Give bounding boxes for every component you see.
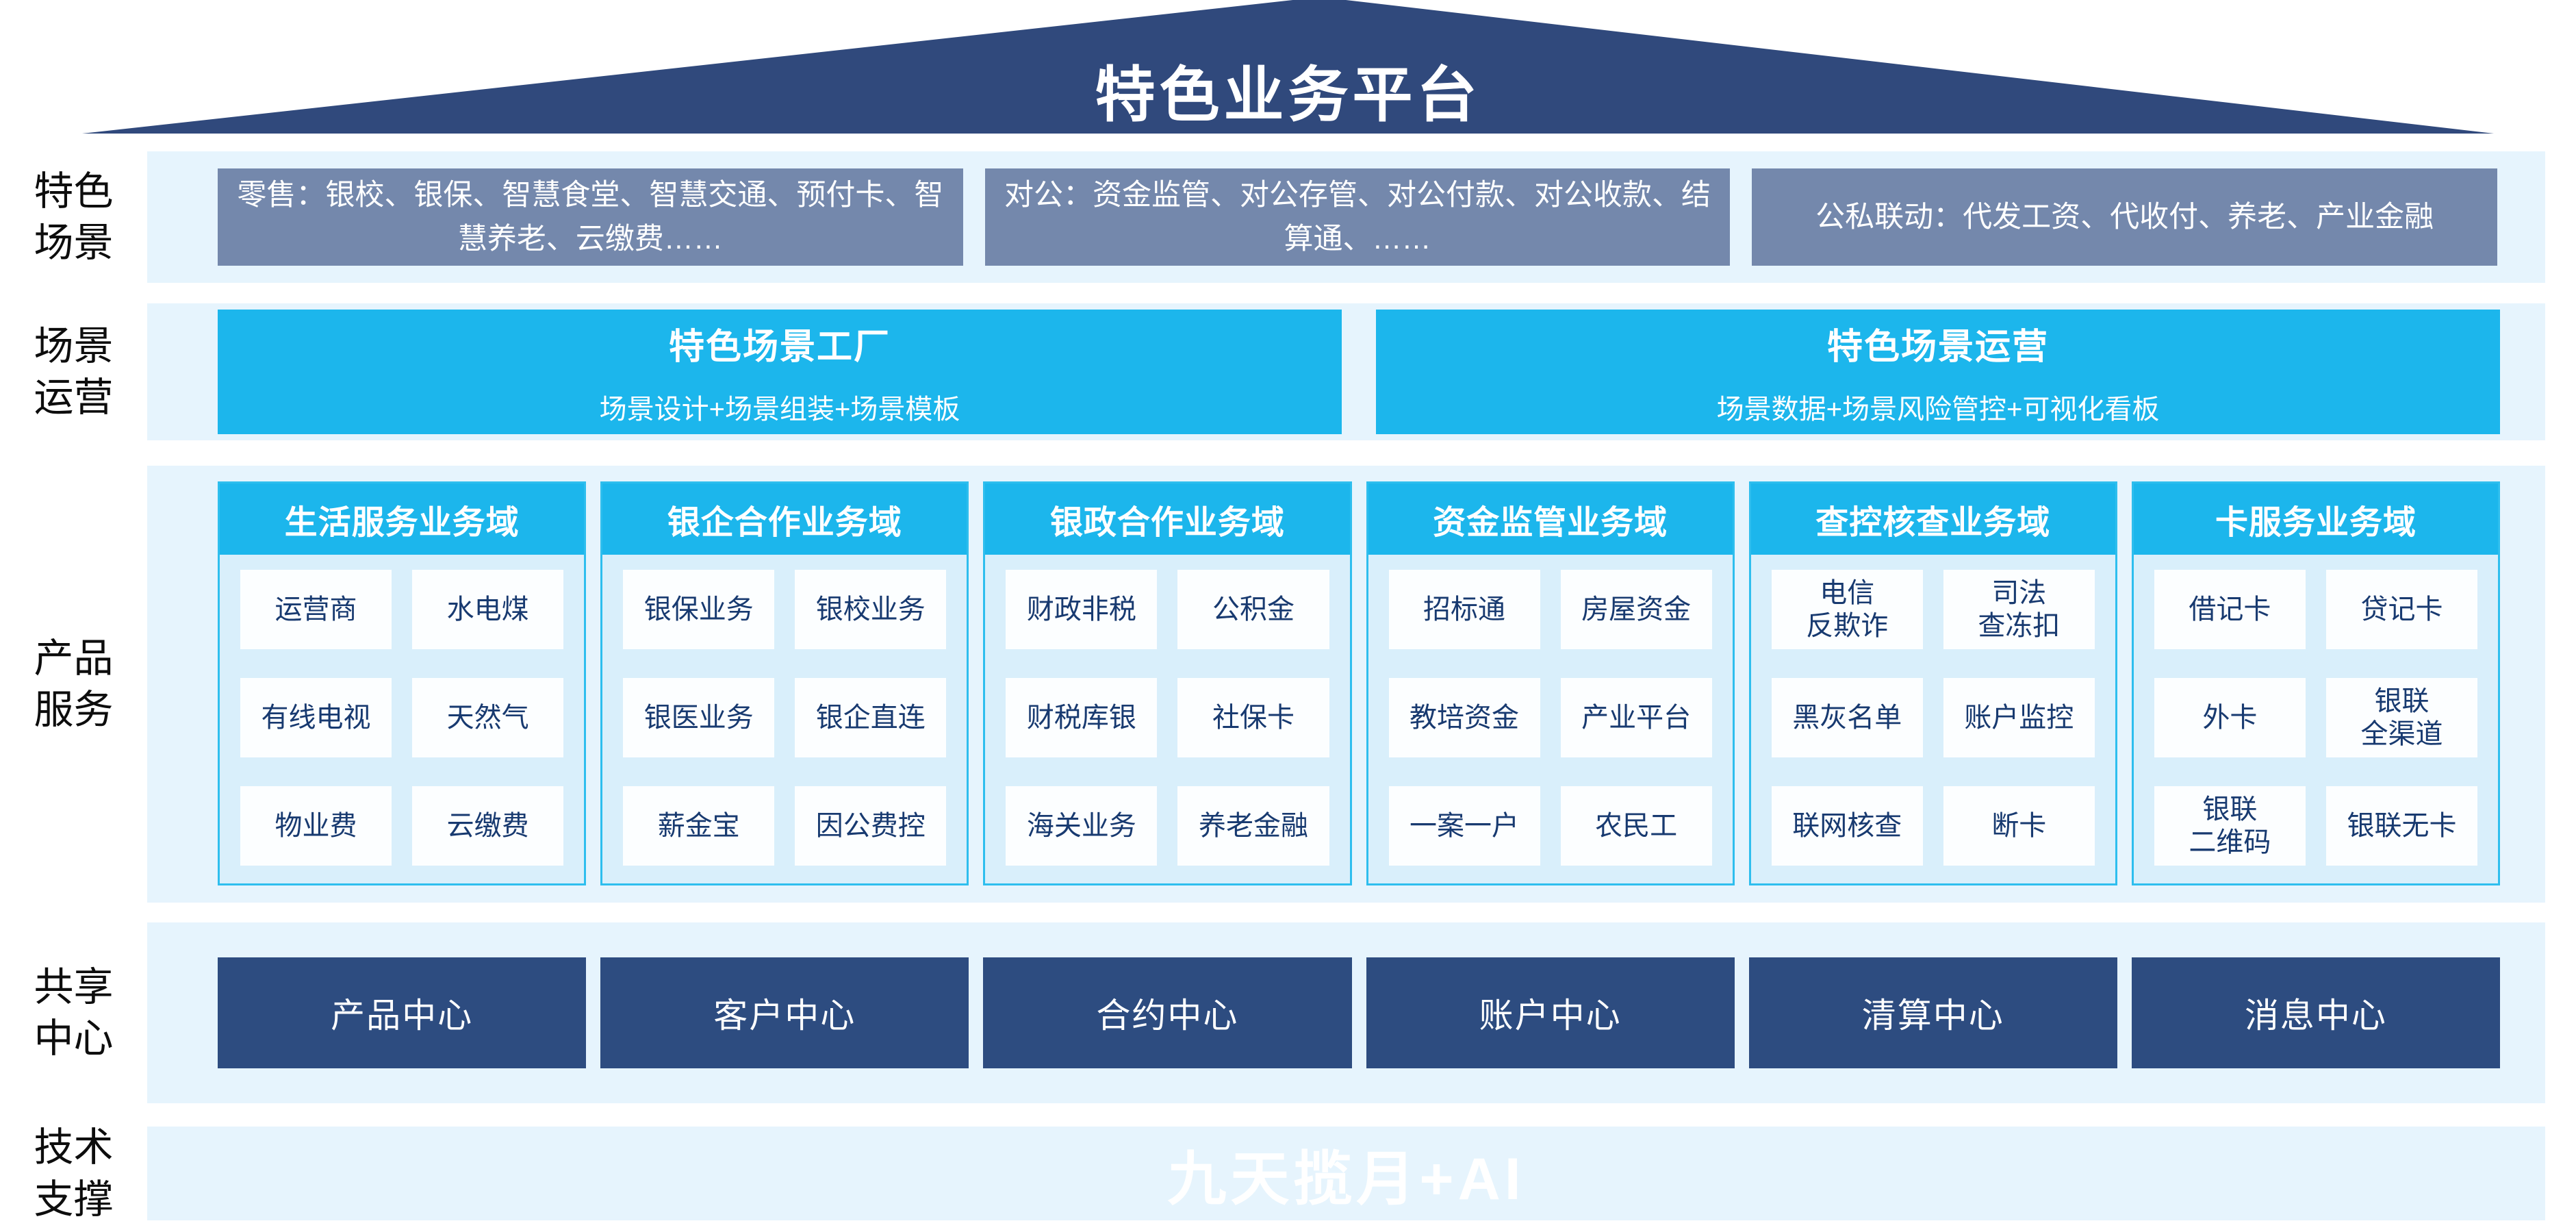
- row-operations: 场景 运营 特色场景工厂 场景设计+场景组装+场景模板 特色场景运营 场景数据+…: [0, 303, 2576, 440]
- product-column-fund-supervision: 资金监管业务域 招标通 房屋资金 教培资金 产业平台 一案一户 农民工: [1366, 481, 1735, 885]
- row-label-operations: 场景 运营: [34, 323, 114, 420]
- product-cell: 产业平台: [1560, 678, 1712, 757]
- product-cell: 有线电视: [240, 678, 392, 757]
- product-column-cells: 招标通 房屋资金 教培资金 产业平台 一案一户 农民工: [1368, 555, 1733, 883]
- scenes-band: 零售：银校、银保、智慧食堂、智慧交通、预付卡、智慧养老、云缴费…… 对公：资金监…: [147, 151, 2545, 283]
- product-cell: 银医业务: [623, 678, 775, 757]
- scene-box-public-private-linkage: 公私联动：代发工资、代收付、养老、产业金融: [1752, 168, 2498, 266]
- product-column-check-verification: 查控核查业务域 电信 反欺诈 司法 查冻扣 黑灰名单 账户监控 联网核查 断卡: [1748, 481, 2117, 885]
- product-cell: 司法 查冻扣: [1943, 570, 2095, 649]
- product-cell: 黑灰名单: [1771, 678, 1923, 757]
- product-column-header: 卡服务业务域: [2133, 483, 2499, 555]
- product-cell: 招标通: [1388, 570, 1540, 649]
- ops-box-scene-operation: 特色场景运营 场景数据+场景风险管控+可视化看板: [1376, 310, 2500, 434]
- ops-box-subtitle: 场景数据+场景风险管控+可视化看板: [1716, 394, 2160, 425]
- product-cell: 公积金: [1177, 570, 1329, 649]
- product-cell: 社保卡: [1177, 678, 1329, 757]
- row-label-scenes: 特色 场景: [34, 168, 114, 265]
- product-cell: 联网核查: [1771, 786, 1923, 866]
- center-box-contract: 合约中心: [983, 957, 1352, 1068]
- product-column-card-services: 卡服务业务域 借记卡 贷记卡 外卡 银联 全渠道 银联 二维码 银联无卡: [2131, 481, 2501, 885]
- product-cell: 养老金融: [1177, 786, 1329, 866]
- product-cell: 云缴费: [412, 786, 564, 866]
- product-cell: 水电煤: [412, 570, 564, 649]
- row-label-shared-centers: 共享 中心: [34, 964, 114, 1061]
- center-box-customer: 客户中心: [600, 957, 969, 1068]
- center-box-product: 产品中心: [218, 957, 587, 1068]
- product-cell: 天然气: [412, 678, 564, 757]
- product-cell: 银保业务: [623, 570, 775, 649]
- product-cell: 账户监控: [1943, 678, 2095, 757]
- product-column-bank-government: 银政合作业务域 财政非税 公积金 财税库银 社保卡 海关业务 养老金融: [983, 481, 1352, 885]
- product-cell: 银联 二维码: [2154, 786, 2306, 866]
- row-label-products: 产品 服务: [34, 636, 114, 732]
- product-column-cells: 财政非税 公积金 财税库银 社保卡 海关业务 养老金融: [985, 555, 1349, 883]
- product-cell: 物业费: [240, 786, 392, 866]
- product-cell: 农民工: [1560, 786, 1712, 866]
- ops-box-title: 特色场景运营: [1826, 327, 2049, 367]
- product-cell: 银校业务: [795, 570, 947, 649]
- product-cell: 电信 反欺诈: [1771, 570, 1923, 649]
- products-band: 生活服务业务域 运营商 水电煤 有线电视 天然气 物业费 云缴费 银企合作业务域…: [147, 466, 2545, 903]
- row-label-tech-support: 技术 支撑: [34, 1125, 114, 1222]
- row-scenes: 特色 场景 零售：银校、银保、智慧食堂、智慧交通、预付卡、智慧养老、云缴费…… …: [0, 151, 2576, 283]
- product-column-header: 生活服务业务域: [220, 483, 585, 555]
- platform-title: 特色业务平台: [1095, 61, 1481, 129]
- product-cell: 银联无卡: [2325, 786, 2478, 866]
- ops-box-scene-factory: 特色场景工厂 场景设计+场景组装+场景模板: [218, 310, 1342, 434]
- product-cell: 银企直连: [795, 678, 947, 757]
- product-cell: 财政非税: [1006, 570, 1158, 649]
- platform-roof-shape: 特色业务平台: [82, 0, 2494, 134]
- product-column-header: 查控核查业务域: [1750, 483, 2115, 555]
- center-box-message: 消息中心: [2131, 957, 2501, 1068]
- product-cell: 一案一户: [1388, 786, 1540, 866]
- row-products: 产品 服务 生活服务业务域 运营商 水电煤 有线电视 天然气 物业费 云缴费 银…: [0, 466, 2576, 903]
- row-shared-centers: 共享 中心 产品中心 客户中心 合约中心 账户中心 清算中心 消息中心: [0, 922, 2576, 1103]
- product-column-life-services: 生活服务业务域 运营商 水电煤 有线电视 天然气 物业费 云缴费: [218, 481, 587, 885]
- ops-box-subtitle: 场景设计+场景组装+场景模板: [599, 394, 960, 425]
- product-column-cells: 运营商 水电煤 有线电视 天然气 物业费 云缴费: [220, 555, 584, 883]
- tech-support-bar: 九天揽月+AI: [147, 1127, 2545, 1220]
- row-tech-support: 技术 支撑 九天揽月+AI: [0, 1125, 2576, 1222]
- product-cell: 薪金宝: [623, 786, 775, 866]
- product-cell: 海关业务: [1006, 786, 1158, 866]
- scene-box-corporate: 对公：资金监管、对公存管、对公付款、对公收款、结算通、……: [984, 168, 1731, 266]
- scene-box-retail: 零售：银校、银保、智慧食堂、智慧交通、预付卡、智慧养老、云缴费……: [218, 168, 963, 266]
- product-cell: 借记卡: [2154, 570, 2306, 649]
- product-cell: 房屋资金: [1560, 570, 1712, 649]
- product-cell: 外卡: [2154, 678, 2306, 757]
- shared-centers-band: 产品中心 客户中心 合约中心 账户中心 清算中心 消息中心: [147, 922, 2545, 1103]
- product-column-header: 资金监管业务域: [1368, 483, 1733, 555]
- product-column-cells: 借记卡 贷记卡 外卡 银联 全渠道 银联 二维码 银联无卡: [2134, 555, 2498, 883]
- product-column-header: 银企合作业务域: [602, 483, 967, 555]
- ops-box-title: 特色场景工厂: [668, 327, 891, 367]
- product-column-cells: 电信 反欺诈 司法 查冻扣 黑灰名单 账户监控 联网核查 断卡: [1751, 555, 2115, 883]
- product-cell: 教培资金: [1388, 678, 1540, 757]
- center-box-account: 账户中心: [1366, 957, 1735, 1068]
- product-column-header: 银政合作业务域: [985, 483, 1350, 555]
- product-column-cells: 银保业务 银校业务 银医业务 银企直连 薪金宝 因公费控: [602, 555, 967, 883]
- product-cell: 因公费控: [795, 786, 947, 866]
- product-cell: 运营商: [240, 570, 392, 649]
- product-cell: 银联 全渠道: [2325, 678, 2478, 757]
- product-cell: 断卡: [1943, 786, 2095, 866]
- product-cell: 财税库银: [1006, 678, 1158, 757]
- product-column-bank-enterprise: 银企合作业务域 银保业务 银校业务 银医业务 银企直连 薪金宝 因公费控: [600, 481, 969, 885]
- product-cell: 贷记卡: [2325, 570, 2478, 649]
- center-box-clearing: 清算中心: [1748, 957, 2117, 1068]
- operations-band: 特色场景工厂 场景设计+场景组装+场景模板 特色场景运营 场景数据+场景风险管控…: [147, 303, 2545, 440]
